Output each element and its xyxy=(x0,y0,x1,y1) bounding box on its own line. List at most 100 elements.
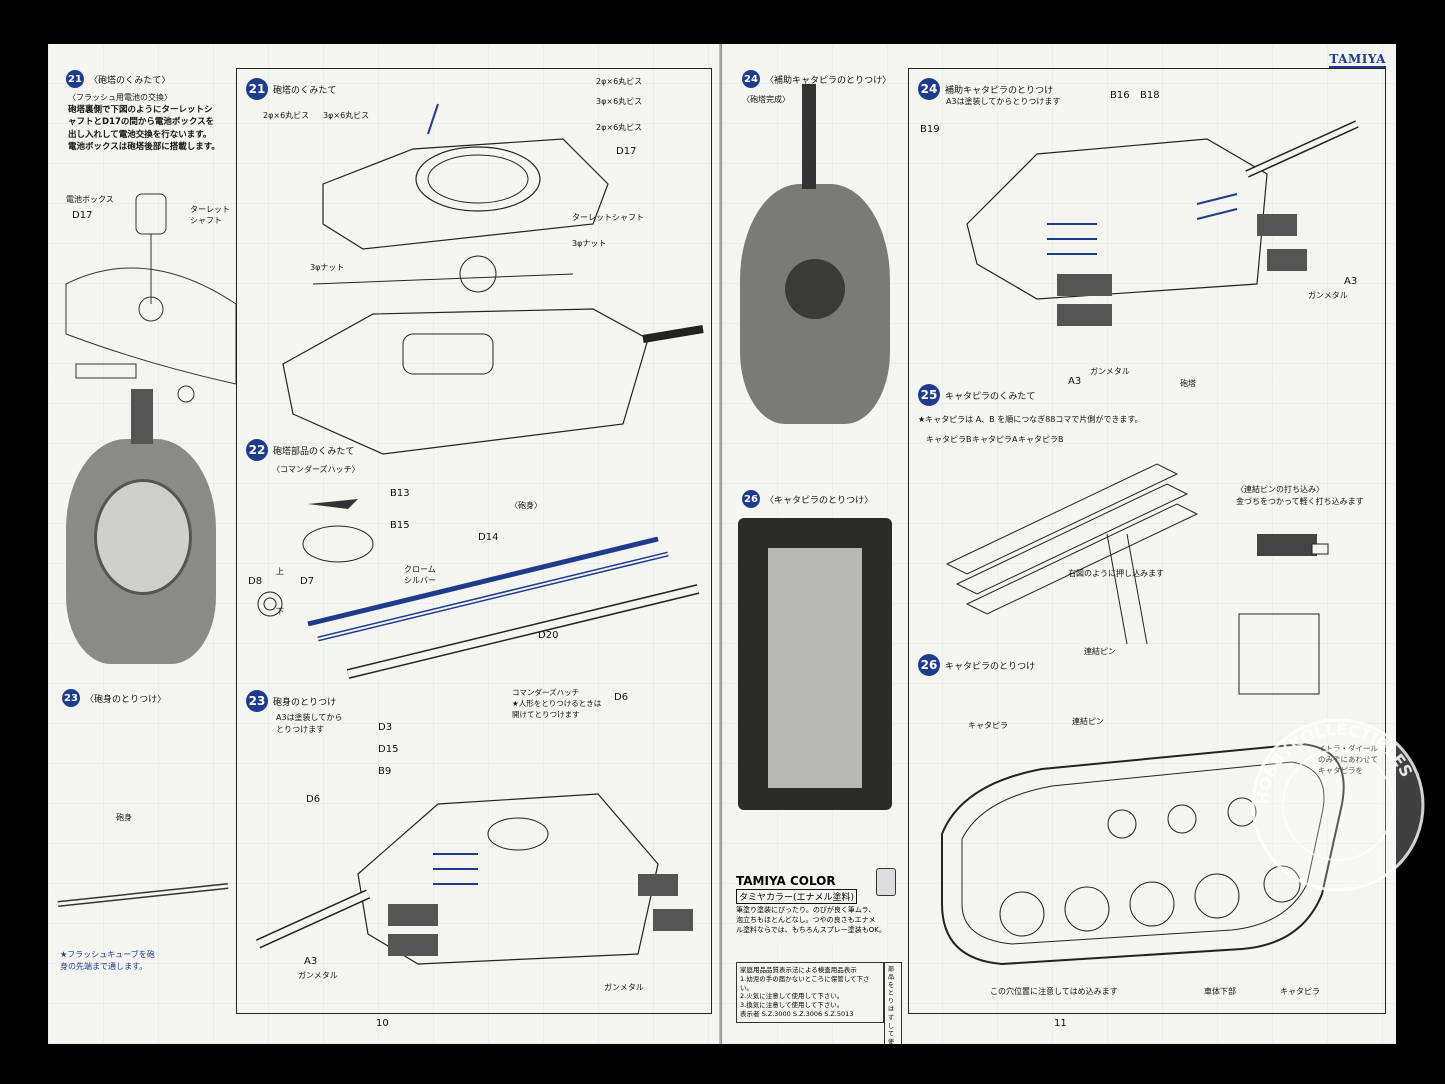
step-number-badge: 21 xyxy=(66,70,84,88)
part-b18-label: B18 xyxy=(1140,90,1160,101)
step-number-badge: 24 xyxy=(918,78,940,100)
step-22-heading: 22 砲塔部品のくみたて xyxy=(246,439,354,461)
part-d7-label: D7 xyxy=(300,576,315,587)
photo-barrel-stub xyxy=(131,389,153,444)
connecting-pin-label: 連結ピン xyxy=(1072,717,1104,726)
part-b16-label: B16 xyxy=(1110,90,1130,101)
screw-label-1: 2φ×6丸ビス xyxy=(596,77,643,86)
battery-diagram xyxy=(65,193,237,403)
gunmetal-paint-label-2: ガンメタル xyxy=(604,983,644,992)
side-step-23-title: 〈砲身のとりつけ〉 xyxy=(85,694,167,705)
paint-bottle-icon xyxy=(876,868,896,896)
step-number-badge: 21 xyxy=(246,78,268,100)
warning-vertical-note: 部品をとりはずして使用して下さい xyxy=(884,962,902,1044)
turret-assembly-diagram xyxy=(282,103,704,455)
step-24-note: A3は塗装してからとりつけます xyxy=(946,97,1061,106)
part-d6-label-right: D6 xyxy=(614,692,629,703)
step-22-subtitle: 〈コマンダーズハッチ〉 xyxy=(272,465,360,474)
step-25-heading: 25 キャタピラのくみたて xyxy=(918,384,1035,406)
mark-up: 上 xyxy=(276,567,284,576)
step-23-title: 砲身のとりつけ xyxy=(273,697,337,708)
pin-insert-title: 〈連結ピンの打ち込み〉 xyxy=(1236,485,1324,494)
photo-barrel xyxy=(802,84,816,189)
part-a3-label-2: A3 xyxy=(1068,376,1082,387)
step-26-heading: 26 キャタピラのとりつけ xyxy=(918,654,1035,676)
track-label: キャタピラ xyxy=(968,721,1008,730)
part-d6-label-left: D6 xyxy=(306,794,321,805)
track-label-bottom: キャタピラ xyxy=(1280,987,1320,996)
instruction-page-left: 21 〈砲塔のくみたて〉 〈フラッシュ用電池の交換〉 砲塔裏側で下図のようにター… xyxy=(48,44,722,1044)
part-a3-label: A3 xyxy=(304,956,318,967)
side-step-26-title: 〈キャタピラのとりつけ〉 xyxy=(765,495,874,506)
step-22-barrel-subtitle: 〈砲身〉 xyxy=(510,501,542,510)
side-track-diagram xyxy=(966,120,1359,326)
turret-underside-photo xyxy=(66,389,216,664)
side-step-24-subtitle: 〈砲塔完成〉 xyxy=(742,95,790,104)
track-b-label-2: キャタピラB xyxy=(1018,435,1064,444)
commander-hatch-note: コマンダーズハッチ ★人形をとりつけるときは 開けてとりつけます xyxy=(512,688,602,719)
main-instruction-frame xyxy=(236,68,712,1014)
step-25-title: キャタピラのくみたて xyxy=(945,391,1036,402)
tamiya-color-title: TAMIYA COLOR xyxy=(736,874,836,888)
hull-underside-photo xyxy=(738,518,892,810)
side-step-23-heading: 23 〈砲身のとりつけ〉 xyxy=(62,689,166,707)
step-number-badge: 24 xyxy=(742,70,760,88)
step-number-badge: 26 xyxy=(918,654,940,676)
screw-label-3: 2φ×6丸ビス xyxy=(263,111,310,120)
turret-label: 砲塔 xyxy=(1180,379,1196,388)
barrel-parts-diagram xyxy=(257,499,700,679)
track-a-label: キャタピラA xyxy=(972,435,1018,444)
step-number-badge: 26 xyxy=(742,490,760,508)
turret-final-diagram xyxy=(255,793,693,965)
step-24-title: 補助キャタピラのとりつけ xyxy=(945,85,1054,96)
step-number-badge: 22 xyxy=(246,439,268,461)
part-d3-label: D3 xyxy=(378,722,393,733)
side-step-24-heading: 24 〈補助キャタピラのとりつけ〉 xyxy=(742,70,891,88)
step-23-heading: 23 砲身のとりつけ xyxy=(246,690,336,712)
photo-mechanism xyxy=(94,479,192,595)
flash-cube-note: ★フラッシュキューブを砲 身の先端まで通します。 xyxy=(60,950,155,971)
turret-shaft-label: ターレットシャフト xyxy=(572,213,644,222)
tamiya-color-body: 筆塗り塗装にぴったり。のびが良く筆ムラ、 泡立ちもほとんどなし。つやの良さもエナ… xyxy=(736,906,886,934)
step-24-heading: 24 補助キャタピラのとりつけ xyxy=(918,78,1053,100)
step-number-badge: 25 xyxy=(918,384,940,406)
tamiya-brand-logo: TAMIYA xyxy=(1329,52,1386,68)
battery-box-label: 電池ボックス xyxy=(66,195,114,204)
part-b19-label: B19 xyxy=(920,124,940,135)
track-installation-diagram xyxy=(941,742,1345,966)
step-21-title: 砲塔のくみたて xyxy=(273,85,337,96)
chrome-silver-paint-label: クローム シルバー xyxy=(404,565,436,585)
step-21-heading: 21 砲塔のくみたて xyxy=(246,78,336,100)
turret-shaft-label: ターレット シャフト xyxy=(190,205,230,225)
track-assembly-diagram xyxy=(945,463,1329,695)
part-d15-label: D15 xyxy=(378,744,399,755)
part-d17-label: D17 xyxy=(72,210,93,221)
part-d17-label: D17 xyxy=(616,146,637,157)
part-b15-label: B15 xyxy=(390,520,410,531)
gunmetal-paint-label-2: ガンメタル xyxy=(1090,367,1130,376)
step-number-badge: 23 xyxy=(62,689,80,707)
safety-notice: 家庭用品品質表示法による検査用品表示 1.幼児の手の届かないところに保管して下さ… xyxy=(736,962,884,1023)
flash-barrel-diagram xyxy=(57,883,229,907)
side-step-24-title: 〈補助キャタピラのとりつけ〉 xyxy=(765,75,892,86)
step-26-title: キャタピラのとりつけ xyxy=(945,661,1036,672)
side-step-26-heading: 26 〈キャタピラのとりつけ〉 xyxy=(742,490,873,508)
hole-position-note: この穴位置に注意してはめ込みます xyxy=(990,987,1118,996)
track-b-label-1: キャタピラB xyxy=(926,435,972,444)
step-22-title: 砲塔部品のくみたて xyxy=(273,446,355,457)
side-step-21-title: 〈砲塔のくみたて〉 xyxy=(89,75,171,86)
page-number-right: 11 xyxy=(1054,1018,1067,1029)
hobbykollectibles-watermark-seal: HOBBYKOLLECTIBLES xyxy=(1251,718,1425,892)
nut-label-1: 3φナット xyxy=(572,239,607,248)
page-number-left: 10 xyxy=(376,1018,389,1029)
part-d20-label: D20 xyxy=(538,630,559,641)
side-step-21-subtitle: 〈フラッシュ用電池の交換〉 xyxy=(68,93,172,102)
part-d8-label: D8 xyxy=(248,576,263,587)
pin-insert-note: 金づちをつかって軽く打ち込みます xyxy=(1236,497,1364,506)
nut-label-2: 3φナット xyxy=(310,263,345,272)
screw-label-2: 3φ×6丸ビス xyxy=(596,97,643,106)
completed-turret-photo xyxy=(740,84,890,424)
tamiya-color-ad: TAMIYA COLOR タミヤカラー(エナメル塗料) 筆塗り塗装にぴったり。の… xyxy=(736,868,896,944)
main-instruction-frame xyxy=(908,68,1386,1014)
gunmetal-paint-label-1: ガンメタル xyxy=(1308,291,1348,300)
